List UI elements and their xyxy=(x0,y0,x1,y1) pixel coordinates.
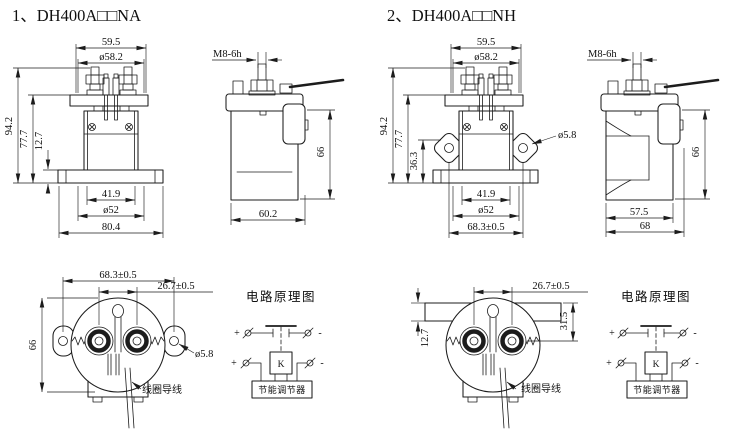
nh-dim-hole-dia: ø5.8 xyxy=(558,130,576,141)
na-side-view: M8-6h 66 60.2 xyxy=(213,49,345,225)
na-plus-coil: + xyxy=(231,358,237,369)
nh-plus-coil: + xyxy=(606,358,612,369)
nh-dim-width-inner: 41.9 xyxy=(477,189,495,200)
na-dim-thread: M8-6h xyxy=(213,49,242,60)
na-dim-ear-span: 68.3±0.5 xyxy=(99,270,136,281)
na-dim-width-inner: 41.9 xyxy=(102,189,120,200)
nh-dim-bracket-height: 31.5 xyxy=(559,312,570,330)
na-dim-terminal-span: 26.7±0.5 xyxy=(157,281,194,292)
na-dim-height-overall: 94.2 xyxy=(4,117,15,135)
nh-circuit-diagram: 电路原理图 + - + - K 节能调节器 xyxy=(606,289,699,399)
nh-coil-symbol: K xyxy=(653,360,660,370)
nh-plus-contact: + xyxy=(609,328,615,339)
nh-dim-terminal-span: 26.7±0.5 xyxy=(532,281,569,292)
na-coil-symbol: K xyxy=(278,360,285,370)
na-dim-height-flange: 12.7 xyxy=(34,132,45,150)
na-dim-height-body: 77.7 xyxy=(19,130,30,148)
na-dim-bottom-height: 66 xyxy=(28,340,39,351)
nh-dim-side-width-overall: 68 xyxy=(640,221,651,232)
na-dim-side-width: 60.2 xyxy=(259,209,277,220)
na-dim-width-top: 59.5 xyxy=(102,37,120,48)
nh-bottom-view: 26.7±0.5 31.5 12.7 线圈导线 xyxy=(411,281,578,428)
na-front-view: 59.5 ø58.2 94.2 77.7 12.7 41.9 ø52 80.4 xyxy=(4,37,164,238)
na-coil-leads-label: 线圈导线 xyxy=(142,383,182,396)
nh-minus-coil: - xyxy=(695,358,698,369)
na-dim-hole-dia: ø5.8 xyxy=(195,349,213,360)
section2-title: 2、DH400A□□NH xyxy=(387,6,516,25)
na-dim-dia-body: ø52 xyxy=(103,205,119,216)
nh-side-view: M8-6h 66 57.5 68 xyxy=(588,49,720,237)
na-dim-width-overall: 80.4 xyxy=(102,222,121,233)
nh-coil-leads-label: 线圈导线 xyxy=(521,382,561,395)
na-bottom-view: 68.3±0.5 26.7±0.5 66 ø5.8 线圈导线 xyxy=(28,270,213,428)
nh-dim-bracket-depth: 12.7 xyxy=(420,329,431,347)
nh-front-view: 59.5 ø58.2 94.2 77.7 36.3 ø5.8 41.9 ø52 … xyxy=(379,37,576,238)
nh-circuit-title: 电路原理图 xyxy=(621,289,691,304)
nh-dim-dia-body: ø52 xyxy=(478,205,494,216)
nh-regulator-label: 节能调节器 xyxy=(633,384,681,395)
na-circuit-title: 电路原理图 xyxy=(246,289,316,304)
nh-dim-width-top: 59.5 xyxy=(477,37,495,48)
nh-dim-side-width-body: 57.5 xyxy=(630,207,648,218)
nh-dim-side-height: 66 xyxy=(691,147,702,158)
na-minus-contact: - xyxy=(318,328,321,339)
section-dh400a-nh: 2、DH400A□□NH 59.5 ø58.2 94.2 77.7 36.3 ø… xyxy=(379,6,720,428)
nh-dim-height-ear: 36.3 xyxy=(409,152,420,170)
section-dh400a-na: 1、DH400A□□NA 59.5 ø58.2 94.2 77.7 12.7 4… xyxy=(4,6,345,428)
na-dim-dia-top: ø58.2 xyxy=(99,52,123,63)
na-circuit-diagram: 电路原理图 + - + - K 节能调节器 xyxy=(231,289,324,399)
nh-dim-ear-span: 68.3±0.5 xyxy=(467,222,504,233)
nh-dim-thread: M8-6h xyxy=(588,49,617,60)
na-minus-coil: - xyxy=(320,358,323,369)
na-dim-side-height: 66 xyxy=(316,147,327,158)
na-plus-contact: + xyxy=(234,328,240,339)
nh-minus-contact: - xyxy=(693,328,696,339)
nh-dim-height-overall: 94.2 xyxy=(379,117,390,135)
section1-title: 1、DH400A□□NA xyxy=(12,6,141,25)
nh-dim-height-body: 77.7 xyxy=(394,130,405,148)
na-regulator-label: 节能调节器 xyxy=(258,384,306,395)
nh-dim-dia-top: ø58.2 xyxy=(474,52,498,63)
